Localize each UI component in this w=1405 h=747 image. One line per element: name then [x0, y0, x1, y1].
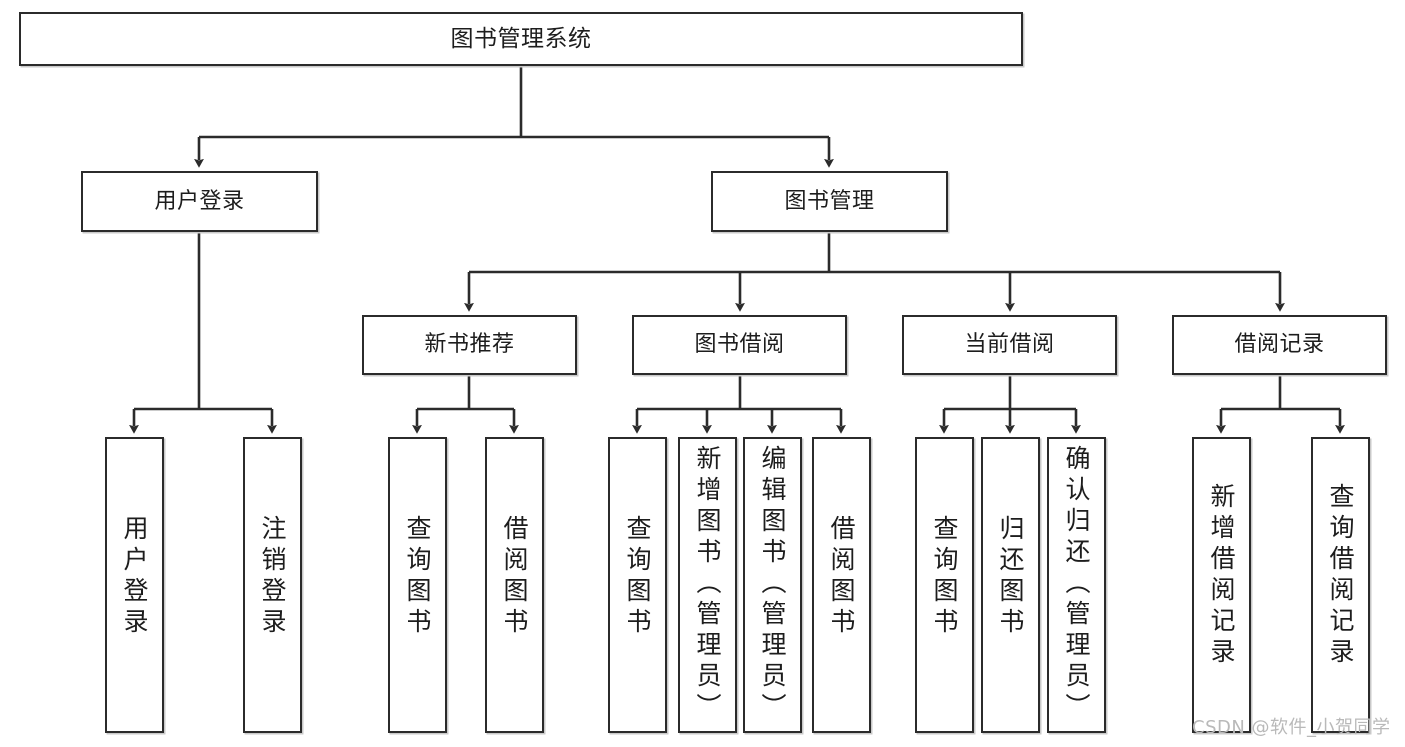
node-book-borrow-label: 图书借阅 — [694, 332, 785, 358]
node-current-borrow[interactable]: 当前借阅 — [902, 315, 1117, 375]
leaf-user-login-0[interactable]: 用户登录 — [105, 437, 164, 733]
leaf-user-login-1[interactable]: 注销登录 — [243, 437, 302, 733]
node-root[interactable]: 图书管理系统 — [19, 12, 1023, 66]
leaf-label: 查询图书 — [623, 515, 652, 639]
leaf-label: 查询图书 — [930, 515, 959, 639]
node-current-borrow-label: 当前借阅 — [964, 332, 1055, 358]
leaf-borrow-record-0[interactable]: 新增借阅记录 — [1192, 437, 1251, 733]
leaf-label: 新增图书（管理员） — [693, 445, 722, 724]
node-book-manage-label: 图书管理 — [784, 188, 875, 214]
leaf-borrow-record-1[interactable]: 查询借阅记录 — [1311, 437, 1370, 733]
leaf-label: 借阅图书 — [827, 515, 856, 639]
leaf-label: 借阅图书 — [500, 515, 529, 639]
leaf-label: 查询图书 — [403, 515, 432, 639]
node-user-login-label: 用户登录 — [154, 188, 245, 214]
leaf-current-borrow-0[interactable]: 查询图书 — [915, 437, 974, 733]
leaf-current-borrow-1[interactable]: 归还图书 — [981, 437, 1040, 733]
leaf-book-borrow-3[interactable]: 借阅图书 — [812, 437, 871, 733]
leaf-label: 确认归还（管理员） — [1062, 445, 1091, 724]
node-book-borrow[interactable]: 图书借阅 — [632, 315, 847, 375]
leaf-label: 注销登录 — [258, 515, 287, 639]
leaf-label: 归还图书 — [996, 515, 1025, 639]
node-user-login[interactable]: 用户登录 — [81, 171, 318, 232]
node-root-label: 图书管理系统 — [450, 25, 592, 52]
leaf-book-borrow-2[interactable]: 编辑图书（管理员） — [743, 437, 802, 733]
leaf-book-borrow-1[interactable]: 新增图书（管理员） — [678, 437, 737, 733]
watermark: CSDN @软件_小贺同学 — [1192, 717, 1391, 738]
leaf-label: 新增借阅记录 — [1207, 483, 1236, 669]
leaf-new-book-rec-0[interactable]: 查询图书 — [388, 437, 447, 733]
node-book-manage[interactable]: 图书管理 — [711, 171, 948, 232]
node-borrow-record[interactable]: 借阅记录 — [1172, 315, 1387, 375]
leaf-new-book-rec-1[interactable]: 借阅图书 — [485, 437, 544, 733]
leaf-book-borrow-0[interactable]: 查询图书 — [608, 437, 667, 733]
node-new-book-rec[interactable]: 新书推荐 — [362, 315, 577, 375]
leaf-label: 用户登录 — [120, 515, 149, 639]
node-borrow-record-label: 借阅记录 — [1234, 332, 1325, 358]
leaf-current-borrow-2[interactable]: 确认归还（管理员） — [1047, 437, 1106, 733]
leaf-label: 查询借阅记录 — [1326, 483, 1355, 669]
leaf-label: 编辑图书（管理员） — [758, 445, 787, 724]
node-new-book-rec-label: 新书推荐 — [424, 332, 515, 358]
